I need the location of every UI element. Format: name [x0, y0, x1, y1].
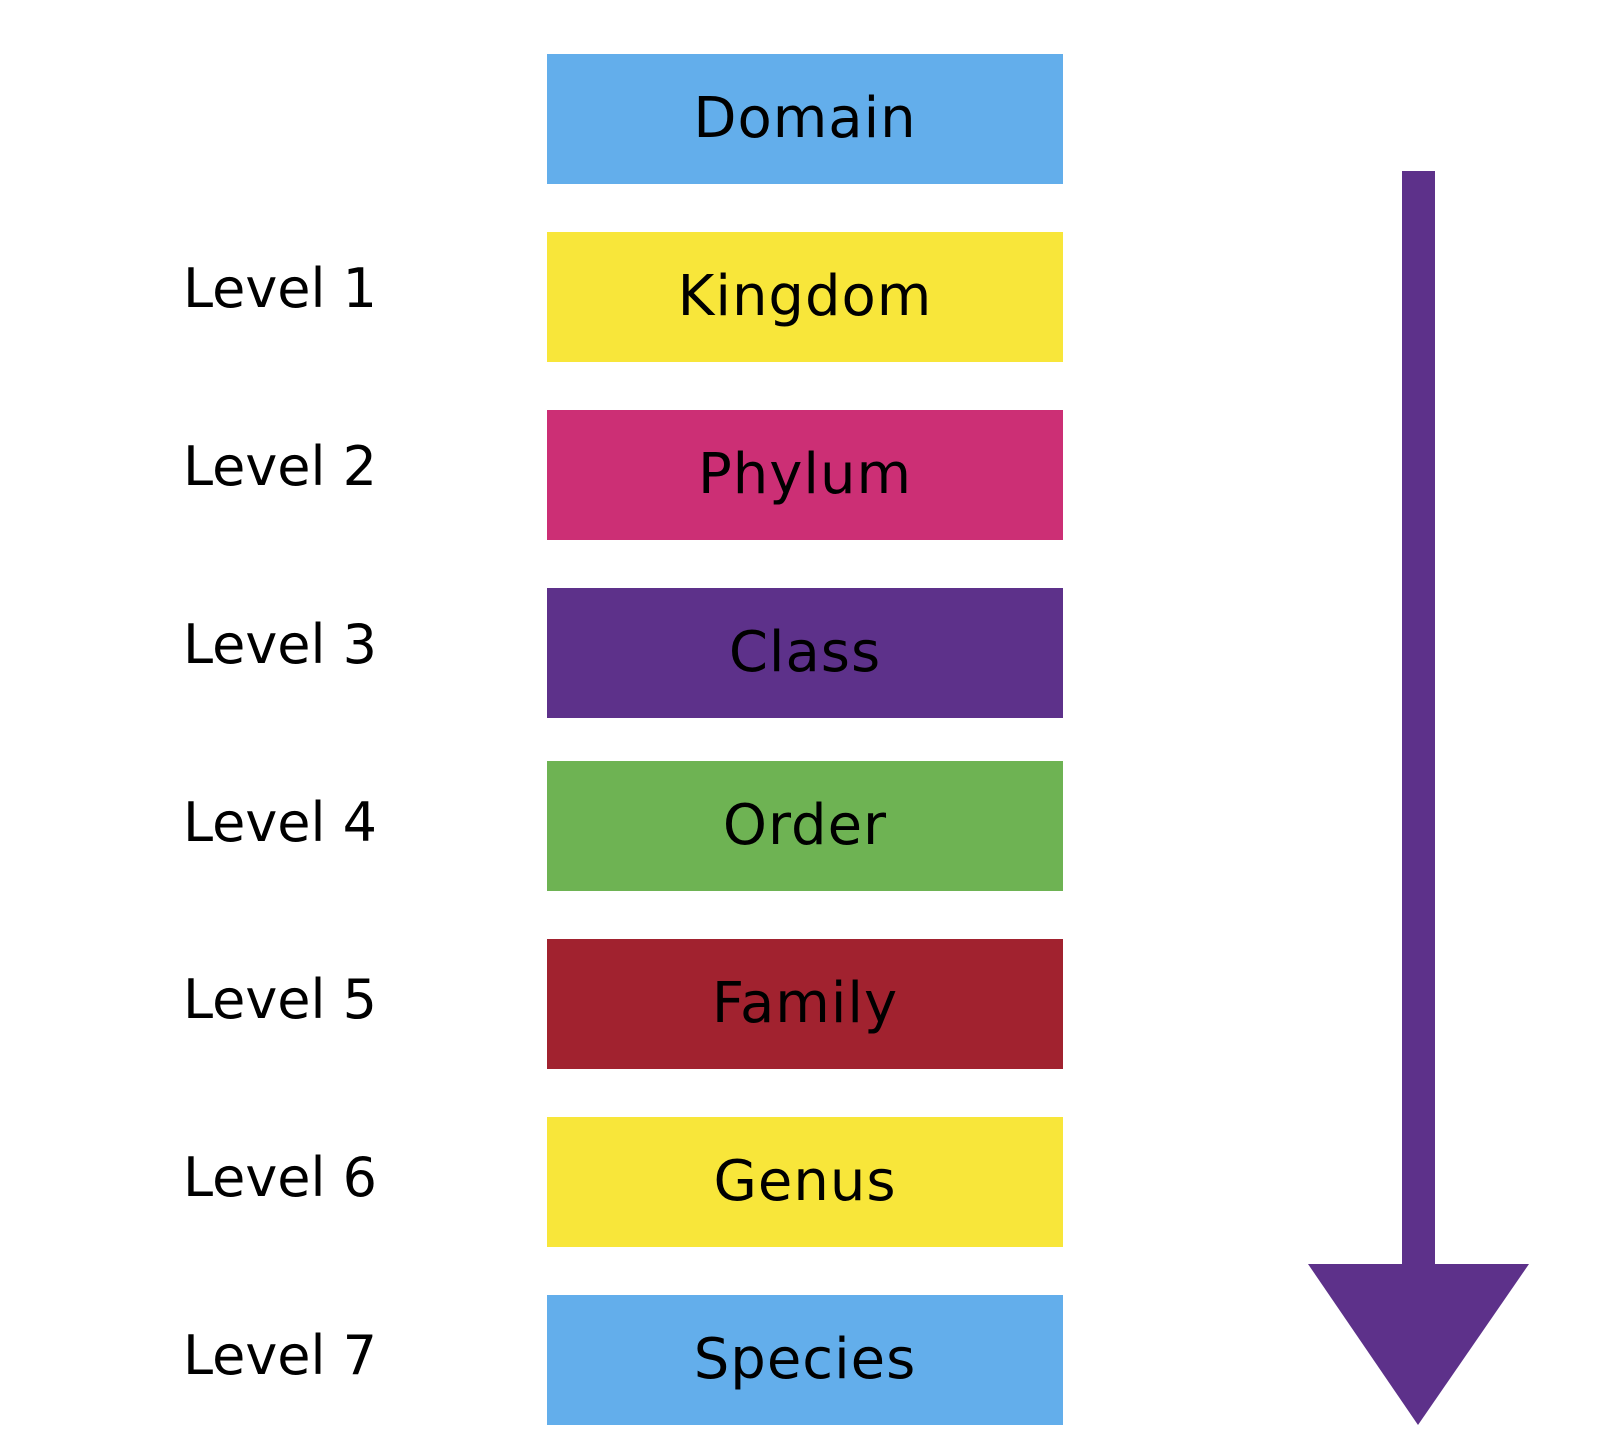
rank-box-order: Order	[547, 761, 1063, 891]
level-label-5: Level 5	[182, 968, 378, 1031]
rank-label-kingdom: Kingdom	[677, 264, 933, 329]
rank-label-genus: Genus	[713, 1149, 897, 1214]
rank-label-domain: Domain	[693, 86, 917, 151]
rank-label-phylum: Phylum	[697, 442, 912, 507]
rank-label-order: Order	[722, 793, 888, 858]
rank-box-family: Family	[547, 939, 1063, 1069]
rank-box-domain: Domain	[547, 54, 1063, 184]
rank-box-genus: Genus	[547, 1117, 1063, 1247]
rank-box-kingdom: Kingdom	[547, 232, 1063, 362]
level-label-2: Level 2	[182, 435, 378, 498]
level-label-4: Level 4	[182, 791, 378, 854]
arrow-shaft	[1402, 171, 1435, 1271]
rank-box-phylum: Phylum	[547, 410, 1063, 540]
level-label-7: Level 7	[182, 1324, 378, 1387]
level-label-3: Level 3	[182, 613, 378, 676]
rank-label-class: Class	[728, 620, 882, 685]
rank-box-class: Class	[547, 588, 1063, 718]
rank-box-species: Species	[547, 1295, 1063, 1425]
arrow-head	[1308, 1264, 1529, 1425]
level-label-1: Level 1	[182, 257, 378, 320]
down-arrow-icon	[1308, 171, 1529, 1425]
level-label-6: Level 6	[182, 1146, 378, 1209]
rank-label-family: Family	[711, 971, 899, 1036]
rank-label-species: Species	[693, 1327, 917, 1392]
